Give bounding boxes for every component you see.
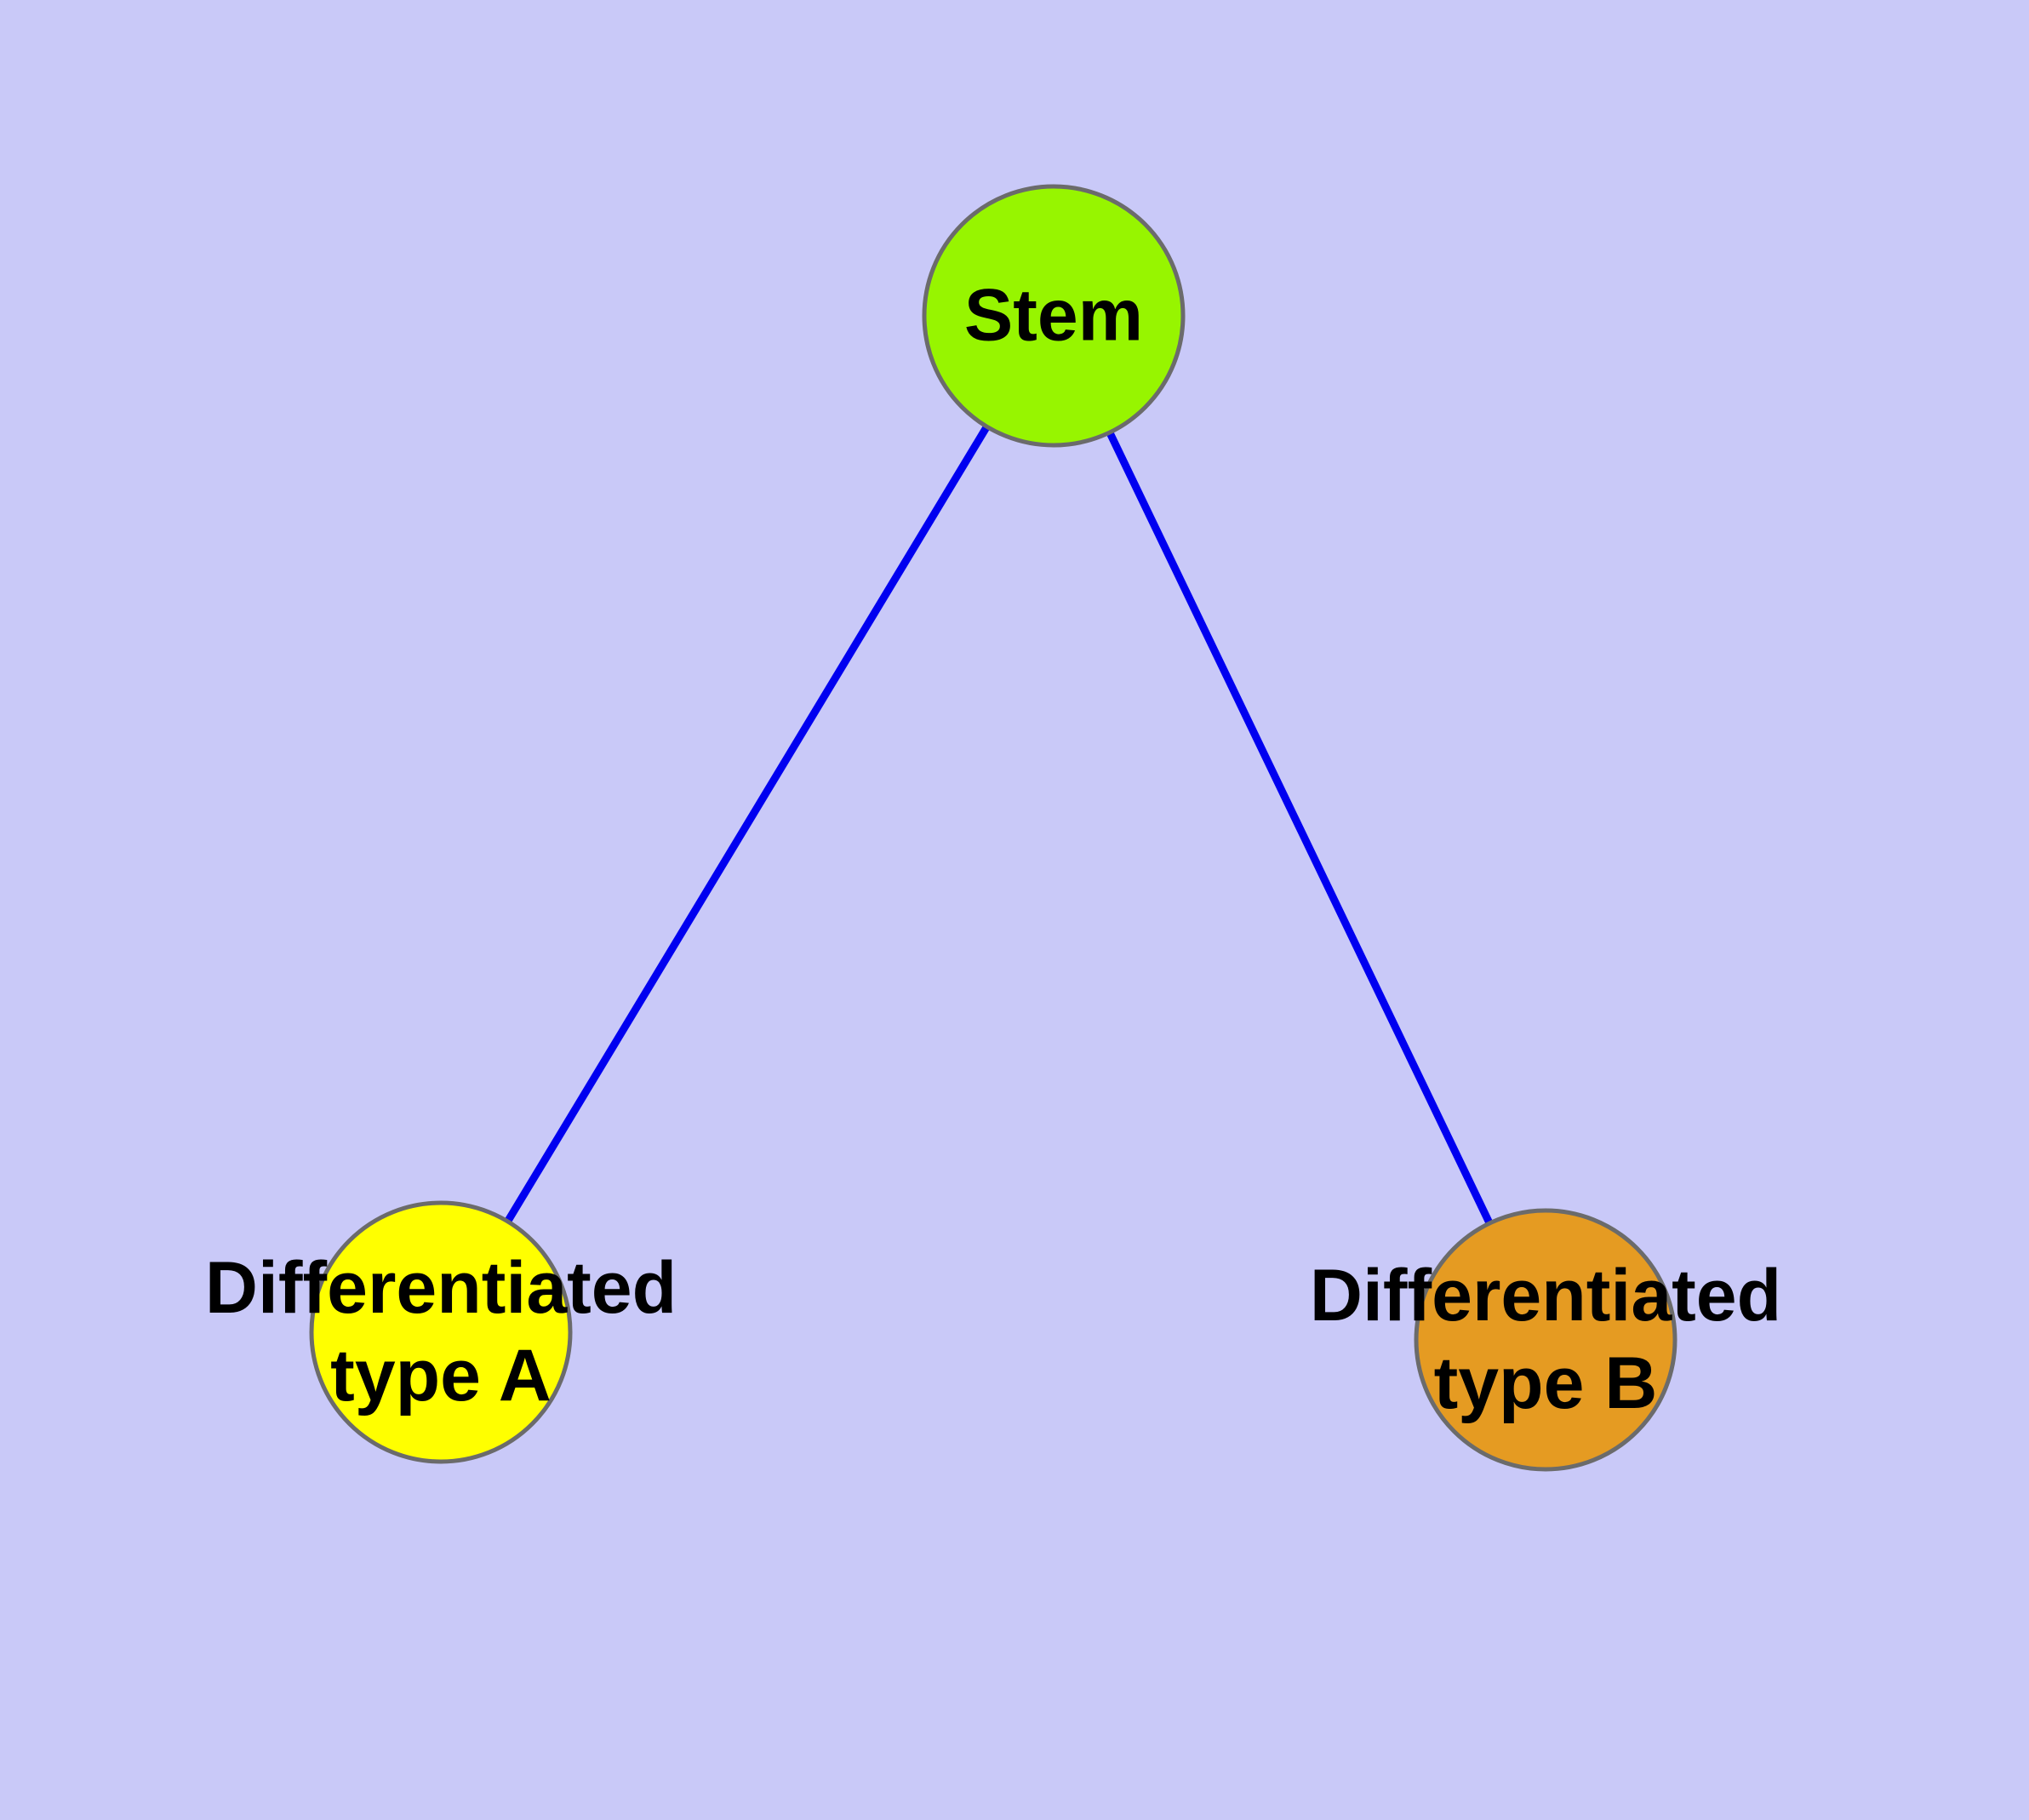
node-label-differentiated-type-b: Differentiated type B [1310, 1252, 1781, 1428]
node-differentiated-type-a-circle[interactable] [309, 1200, 573, 1464]
node-label-type-b-line-2: type B [1433, 1342, 1658, 1424]
node-label-differentiated-type-a: Differentiated type A [205, 1245, 677, 1420]
edge-stem-to-type-b [1049, 314, 1550, 1342]
node-label-stem: Stem [964, 272, 1143, 359]
node-label-type-a-line-1: Differentiated [204, 1246, 677, 1329]
node-stem-circle[interactable] [922, 184, 1186, 448]
node-differentiated-type-b-circle[interactable] [1414, 1208, 1677, 1472]
node-label-type-b-line-1: Differentiated [1309, 1254, 1782, 1336]
node-label-stem-text: Stem [963, 274, 1144, 357]
edge-stem-to-type-a [437, 313, 1057, 1335]
node-label-type-a-line-2: type A [330, 1335, 552, 1417]
